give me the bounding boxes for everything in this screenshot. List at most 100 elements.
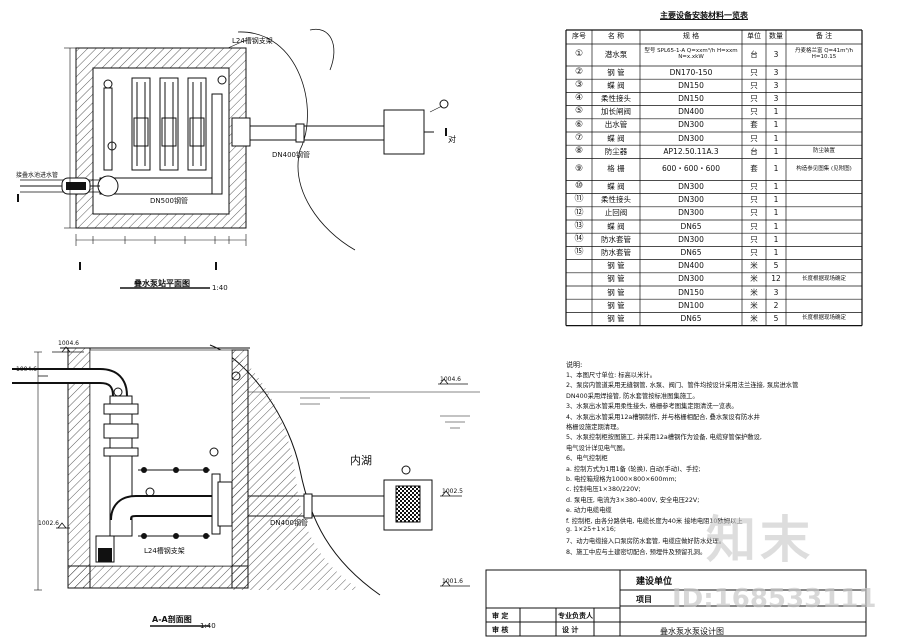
plan-title: 叠水泵站平面图 <box>134 279 190 288</box>
equipment-cell-qty: 3 <box>773 287 779 297</box>
equipment-cell-qty: 1 <box>773 146 779 156</box>
equipment-cell-no: ⑤ <box>574 106 584 117</box>
equipment-cell-qty: 5 <box>773 261 779 271</box>
equipment-cell-note <box>786 246 862 259</box>
equipment-cell-name: 钢 管 <box>607 300 625 310</box>
equipment-cell-spec: DN400 <box>678 261 704 271</box>
plan-label-dn400: DN400钢管 <box>272 151 310 159</box>
equipment-cell-no: ① <box>574 49 584 60</box>
equipment-cell-qty: 3 <box>773 80 779 90</box>
equipment-cell-spec: DN300 <box>678 182 704 192</box>
equipment-cell-qty: 1 <box>773 120 779 130</box>
equipment-cell-no: ⑥ <box>574 119 584 130</box>
equipment-cell-name: 格 栅 <box>607 164 625 174</box>
equipment-cell-name: 蝶 阀 <box>607 221 625 231</box>
equipment-cell-no <box>566 260 592 273</box>
equipment-cell-unit: 只 <box>750 182 758 192</box>
equipment-cell-unit: 台 <box>750 146 758 156</box>
equipment-cell-unit: 只 <box>750 133 758 143</box>
equipment-cell-spec: DN300 <box>678 208 704 218</box>
equipment-cell-qty: 2 <box>773 300 779 310</box>
equipment-cell-note: 丹麦格兰富 Q=41m³/h H=10.15 <box>794 48 854 60</box>
section-elevation-marks <box>38 346 470 587</box>
equipment-cell-qty: 1 <box>773 182 779 192</box>
equipment-header-cell: 名 称 <box>607 32 625 41</box>
equipment-cell-note <box>786 286 862 299</box>
equipment-cell-qty: 1 <box>773 221 779 231</box>
equipment-cell-no: ⑧ <box>574 146 584 157</box>
equipment-cell-name: 蝶 阀 <box>607 182 625 192</box>
equipment-cell-name: 防水套管 <box>601 248 631 258</box>
equipment-cell-note <box>786 106 862 119</box>
note-line: c. 控制电压1×380/220V; <box>566 486 641 494</box>
equipment-table-grid <box>565 29 863 327</box>
equipment-cell-unit: 米 <box>750 274 758 284</box>
equipment-cell-unit: 套 <box>750 120 758 130</box>
equipment-cell-name: 防尘器 <box>604 146 628 156</box>
equipment-cell-note: 防尘装置 <box>812 147 835 154</box>
equipment-cell-unit: 只 <box>750 221 758 231</box>
section-floor <box>67 565 249 589</box>
equipment-cell-unit: 米 <box>750 261 758 271</box>
equipment-cell-unit: 米 <box>750 300 758 310</box>
equipment-cell-name: 钢 管 <box>607 314 625 324</box>
plan-pumps <box>131 77 207 191</box>
section-label-l24: L24槽钢支架 <box>144 547 185 555</box>
equipment-cell-note <box>786 79 862 92</box>
equipment-cell-qty: 1 <box>773 133 779 143</box>
equipment-cell-unit: 只 <box>750 67 758 77</box>
equipment-cell-qty: 1 <box>773 208 779 218</box>
note-line: 格栅设施定期清理。 <box>566 424 623 431</box>
equipment-cell-qty: 3 <box>773 94 779 104</box>
equipment-cell-no: ③ <box>574 80 584 91</box>
equipment-cell-unit: 只 <box>750 195 758 205</box>
equipment-cell-note <box>786 92 862 105</box>
section-right-wall <box>231 349 249 589</box>
equipment-cell-unit: 只 <box>750 94 758 104</box>
equipment-cell-name: 钢 管 <box>607 287 625 297</box>
section-elev-top: 1004.6 <box>58 340 79 347</box>
note-line: 2、泵房内管道采用无缝钢管, 水泵、阀门、管件均按设计采用法兰连接, 泵房进水管 <box>566 382 799 390</box>
equipment-cell-name: 钢 管 <box>607 261 625 271</box>
equipment-cell-note <box>786 299 862 312</box>
titleblock-project: 项目 <box>636 595 652 604</box>
plan-scale: 1:40 <box>212 284 228 292</box>
plan-dimensions <box>64 47 247 246</box>
equipment-cell-note <box>786 260 862 273</box>
equipment-cell-no: ⑫ <box>574 207 584 218</box>
equipment-cell-note <box>786 119 862 132</box>
equipment-cell-spec: 600・600・600 <box>662 164 720 174</box>
equipment-cell-qty: 1 <box>773 107 779 117</box>
section-scale: 1:40 <box>200 622 216 630</box>
equipment-cell-unit: 只 <box>750 208 758 218</box>
equipment-cell-no: ⑩ <box>574 181 584 192</box>
watermark-logo: 知末 <box>706 511 814 569</box>
note-line: b. 电控箱规格为1000×800×600mm; <box>566 476 677 483</box>
watermark-id: ID:168533111 <box>672 584 877 614</box>
note-line: 8、施工中应与土建密切配合, 预埋件及预留孔洞。 <box>566 548 707 556</box>
equipment-cell-name: 柔性接头 <box>601 195 631 205</box>
titleblock-lead: 专业负责人 <box>558 612 593 620</box>
equipment-cell-note <box>786 220 862 233</box>
equipment-cell-qty: 12 <box>771 274 781 284</box>
plan-label-dn500: DN500钢管 <box>150 197 188 205</box>
title-block-frame <box>485 569 867 637</box>
equipment-header-cell: 数量 <box>769 32 783 41</box>
section-label-lake: 内湖 <box>350 454 372 467</box>
equipment-cell-no: ⑦ <box>574 132 584 143</box>
equipment-cell-no <box>566 286 592 299</box>
equipment-cell-unit: 只 <box>750 80 758 90</box>
note-line: 电气设计详见电气图。 <box>566 444 629 452</box>
note-line: 1、本图尺寸单位: 标高以米计。 <box>566 372 656 379</box>
equipment-cell-no: ⑮ <box>574 247 584 258</box>
equipment-cell-note <box>786 180 862 193</box>
note-line: d. 泵电压, 电流为3×380-400V, 安全电压22V; <box>566 496 700 504</box>
note-line: e. 动力电缆电缆 <box>566 507 612 515</box>
titleblock-unit: 建设单位 <box>636 577 673 587</box>
equipment-cell-no: ⑬ <box>574 220 584 231</box>
section-title: A-A剖面图 <box>152 615 192 624</box>
note-line: 7、动力电缆接入口泵房防水套管, 电缆应做好防水处理。 <box>566 538 726 546</box>
section-elev-right: 1002.5 <box>442 488 463 495</box>
plan-view <box>17 28 449 289</box>
note-line: f. 控制柜, 由各分路供电, 电缆长度为40米 接地电阻10欧姆以上 <box>566 517 743 525</box>
